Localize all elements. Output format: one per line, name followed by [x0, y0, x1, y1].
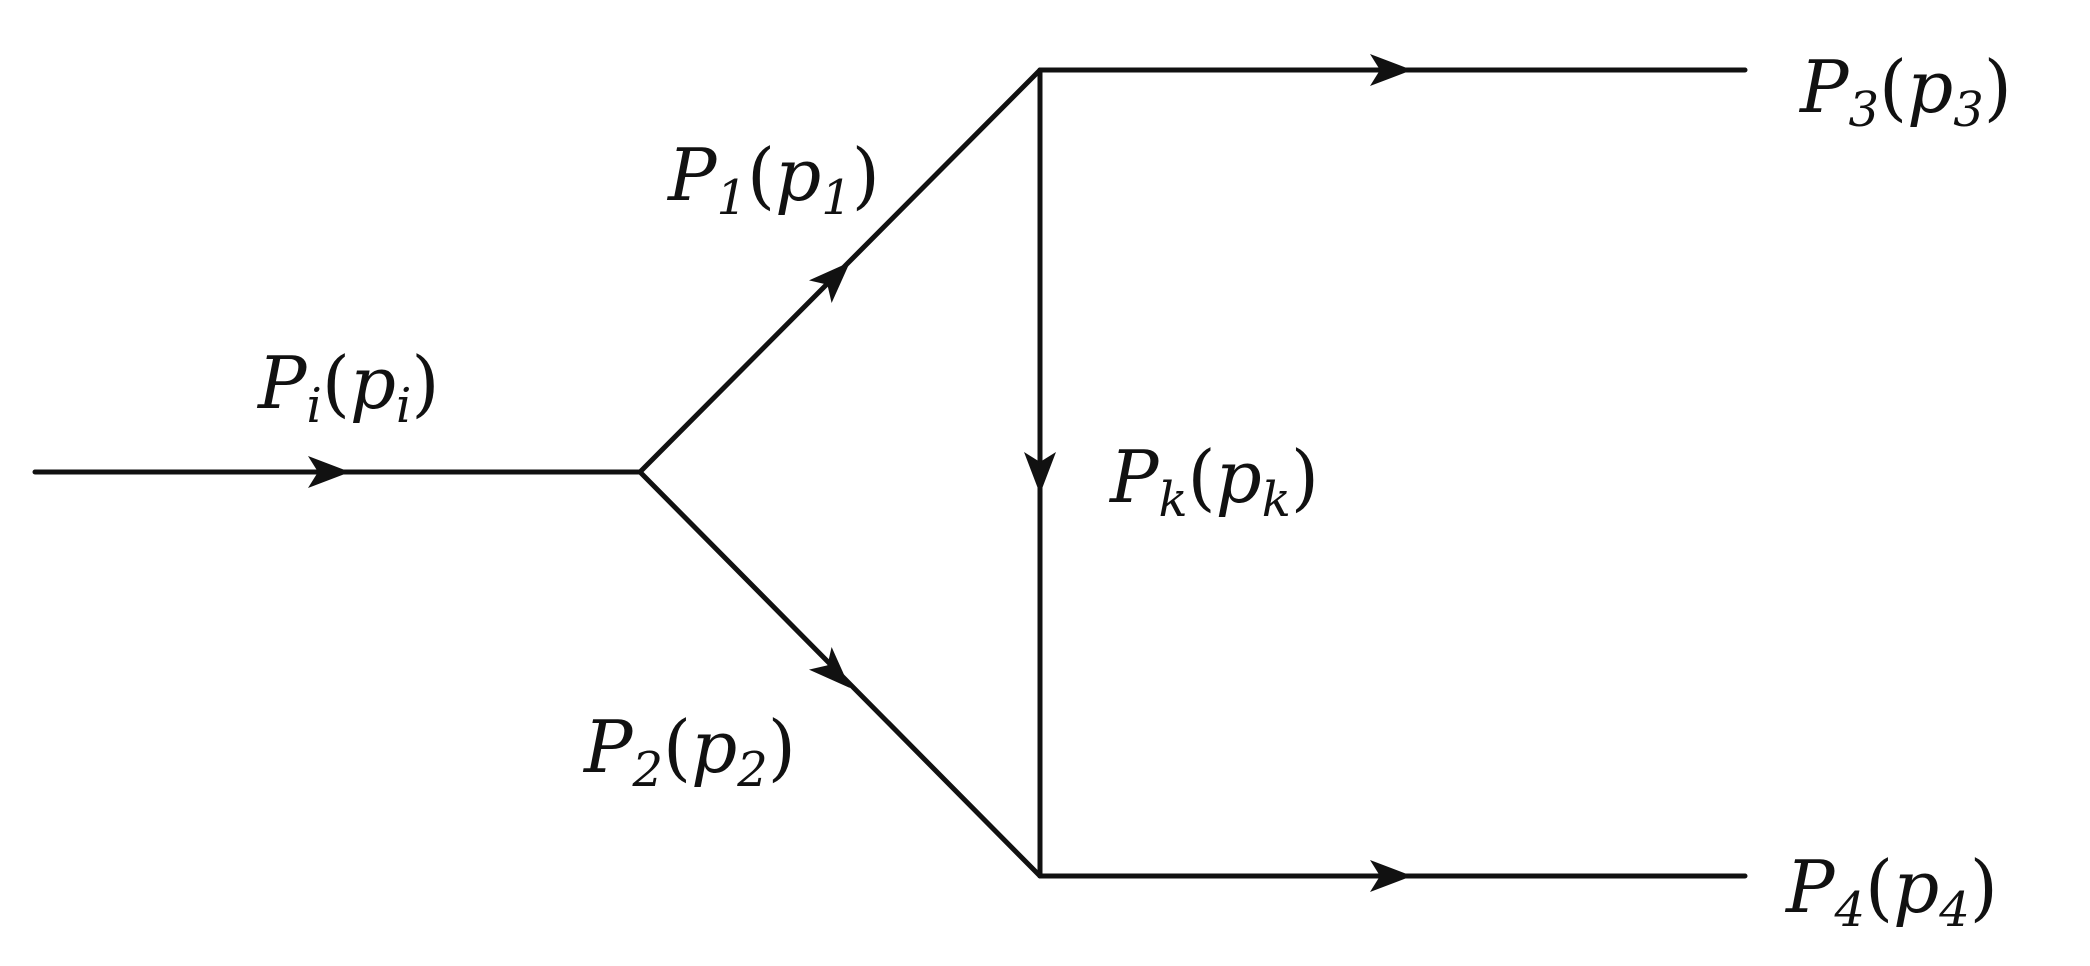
arrow-incoming — [308, 456, 350, 488]
arrow-p1 — [808, 262, 850, 304]
label-pk: Pk(pk) — [1108, 435, 1319, 528]
arrow-p4 — [1370, 860, 1412, 892]
label-pi: Pi(pi) — [256, 341, 439, 434]
label-p2: P2(p2) — [582, 705, 796, 798]
arrow-pk — [1024, 452, 1056, 494]
label-p1: P1(p1) — [666, 133, 880, 226]
arrow-p2 — [808, 646, 850, 688]
label-p3: P3(p3) — [1798, 45, 2012, 138]
label-p4: P4(p4) — [1784, 845, 1998, 938]
arrow-p3 — [1370, 54, 1412, 86]
